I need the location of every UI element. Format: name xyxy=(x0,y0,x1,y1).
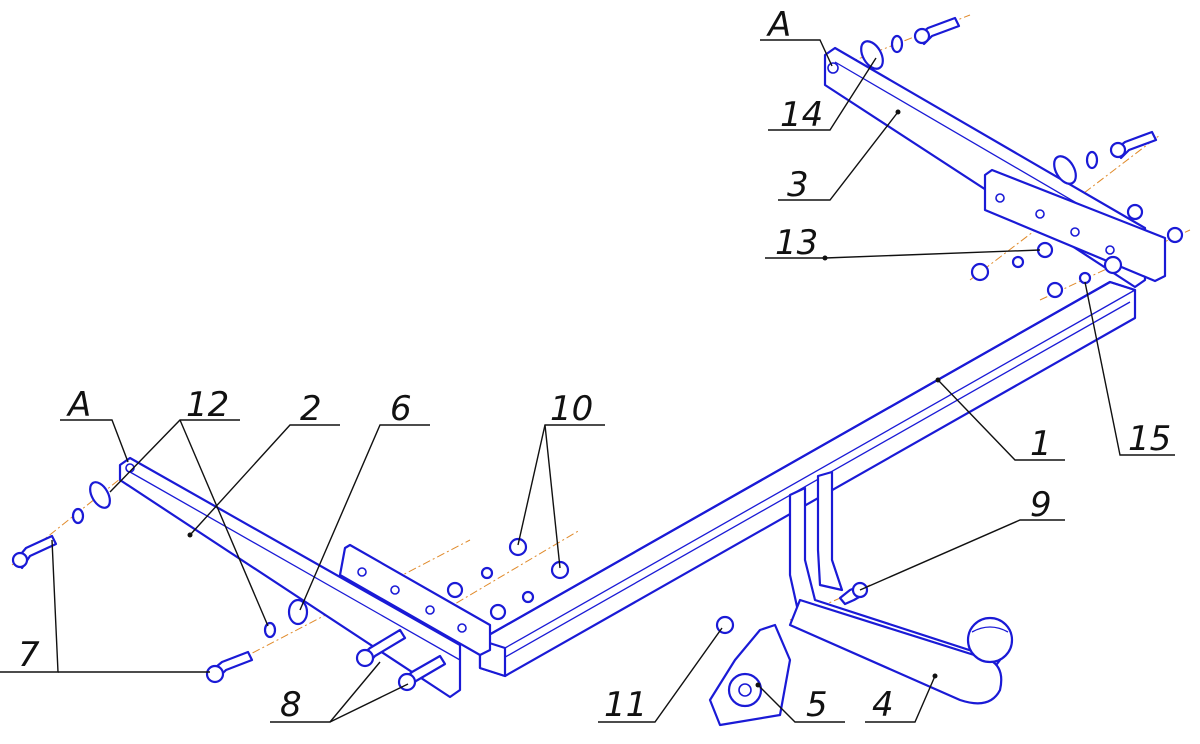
leader-3 xyxy=(778,111,899,201)
leader-14 xyxy=(768,57,877,131)
callout-12: 12 xyxy=(186,385,229,425)
leader-10-a xyxy=(517,424,605,546)
nut-right xyxy=(1085,150,1099,170)
washer-right xyxy=(1053,155,1077,185)
bolt-right-head xyxy=(1109,141,1127,159)
nut-15-b xyxy=(1103,255,1123,275)
washer-14 xyxy=(860,40,884,70)
leader-5-dot xyxy=(755,682,761,688)
nut-10-a xyxy=(508,537,528,557)
callout-9: 9 xyxy=(1030,485,1052,525)
bracket-2-edge xyxy=(129,471,461,661)
leader-lines xyxy=(0,39,1175,723)
leader-10-b xyxy=(544,424,561,569)
callout-14: 14 xyxy=(780,95,823,135)
bolt-8-a-head xyxy=(355,648,375,668)
nut-10-c xyxy=(446,581,464,599)
fasteners xyxy=(11,16,1184,692)
nut-right-upper xyxy=(1126,203,1144,221)
right-plate-hole-4 xyxy=(1105,245,1115,255)
callout-3: 3 xyxy=(787,165,809,205)
plate-hole-1 xyxy=(357,567,367,577)
callout-7: 7 xyxy=(18,635,40,675)
leader-15 xyxy=(1084,281,1175,456)
tow-ball-highlight xyxy=(971,626,1009,633)
callout-a-left: A xyxy=(66,385,91,425)
leader-a-top xyxy=(760,39,833,67)
nut-12-left xyxy=(71,507,85,525)
callout-2: 2 xyxy=(300,389,322,429)
leader-13-dot xyxy=(822,255,828,261)
callout-13: 13 xyxy=(775,223,818,263)
leader-5 xyxy=(757,684,845,723)
mounting-plate-body xyxy=(338,543,492,657)
leader-2-dot xyxy=(187,532,193,538)
tow-arm xyxy=(788,598,1003,705)
crossbar-top-edge xyxy=(478,280,1137,642)
nut-10-d xyxy=(489,603,507,621)
leader-4 xyxy=(865,675,936,723)
callout-5: 5 xyxy=(806,685,828,725)
leader-12-b xyxy=(179,419,269,627)
callout-15: 15 xyxy=(1128,419,1171,459)
washer-15 xyxy=(1078,271,1092,285)
leader-8-b xyxy=(329,683,409,723)
plate-hole-3 xyxy=(425,605,435,615)
bolt-7-lower-head xyxy=(205,664,225,684)
bolt-7-upper-head xyxy=(11,551,29,569)
leader-9 xyxy=(859,519,1065,591)
hitch-bracket-rear xyxy=(816,470,844,592)
washer-10-b xyxy=(521,590,535,604)
tow-ball xyxy=(966,616,1014,664)
crossbar-face-line xyxy=(504,289,1136,649)
callout-11: 11 xyxy=(604,685,647,725)
crossbar-face-line-2 xyxy=(499,301,1131,661)
tow-ball-arm-part-4 xyxy=(788,470,1014,705)
callout-labels: A 14 3 13 15 1 9 A 12 2 6 10 7 8 11 5 4 xyxy=(18,5,1171,725)
axis-bolt-9 xyxy=(789,584,871,621)
right-mounting-plate xyxy=(983,168,1167,283)
washer-12-left xyxy=(89,481,111,509)
callout-6: 6 xyxy=(390,389,412,429)
washer-10-a xyxy=(480,566,494,580)
washer-6 xyxy=(287,598,309,626)
callout-a-top: A xyxy=(766,5,791,45)
leader-1-dot xyxy=(935,377,941,383)
callout-8: 8 xyxy=(280,685,302,725)
leader-6 xyxy=(299,424,430,611)
nut-right-far xyxy=(1166,226,1184,244)
nut-13-b xyxy=(1036,241,1054,259)
leader-3-dot xyxy=(895,109,901,115)
bolt-top-head xyxy=(913,27,931,45)
left-mounting-plate xyxy=(338,543,492,657)
nut-13-a xyxy=(970,262,990,282)
crossbar-part-1 xyxy=(478,280,1137,678)
leader-4-dot xyxy=(932,673,938,679)
leader-1 xyxy=(937,379,1065,461)
axis-bolts-8 xyxy=(359,529,581,661)
plate-hole-4 xyxy=(457,623,467,633)
callout-1: 1 xyxy=(1030,424,1052,464)
leader-a-left xyxy=(60,419,129,463)
nut-14 xyxy=(890,34,904,54)
right-plate-hole-3 xyxy=(1070,227,1080,237)
nut-15-a xyxy=(1046,281,1064,299)
right-plate-body xyxy=(983,168,1167,283)
right-plate-hole-2 xyxy=(1035,209,1045,219)
right-plate-hole-1 xyxy=(995,193,1005,203)
nut-12-lower xyxy=(263,621,277,639)
callout-4: 4 xyxy=(872,685,894,725)
bracket-3-hole xyxy=(827,62,839,74)
socket-plate-part-5 xyxy=(708,623,792,727)
leader-2 xyxy=(189,424,340,536)
callout-10: 10 xyxy=(550,389,593,429)
washer-13-a xyxy=(1011,255,1025,269)
plate-hole-2 xyxy=(390,585,400,595)
leader-11 xyxy=(598,627,723,723)
socket-center xyxy=(738,683,752,697)
